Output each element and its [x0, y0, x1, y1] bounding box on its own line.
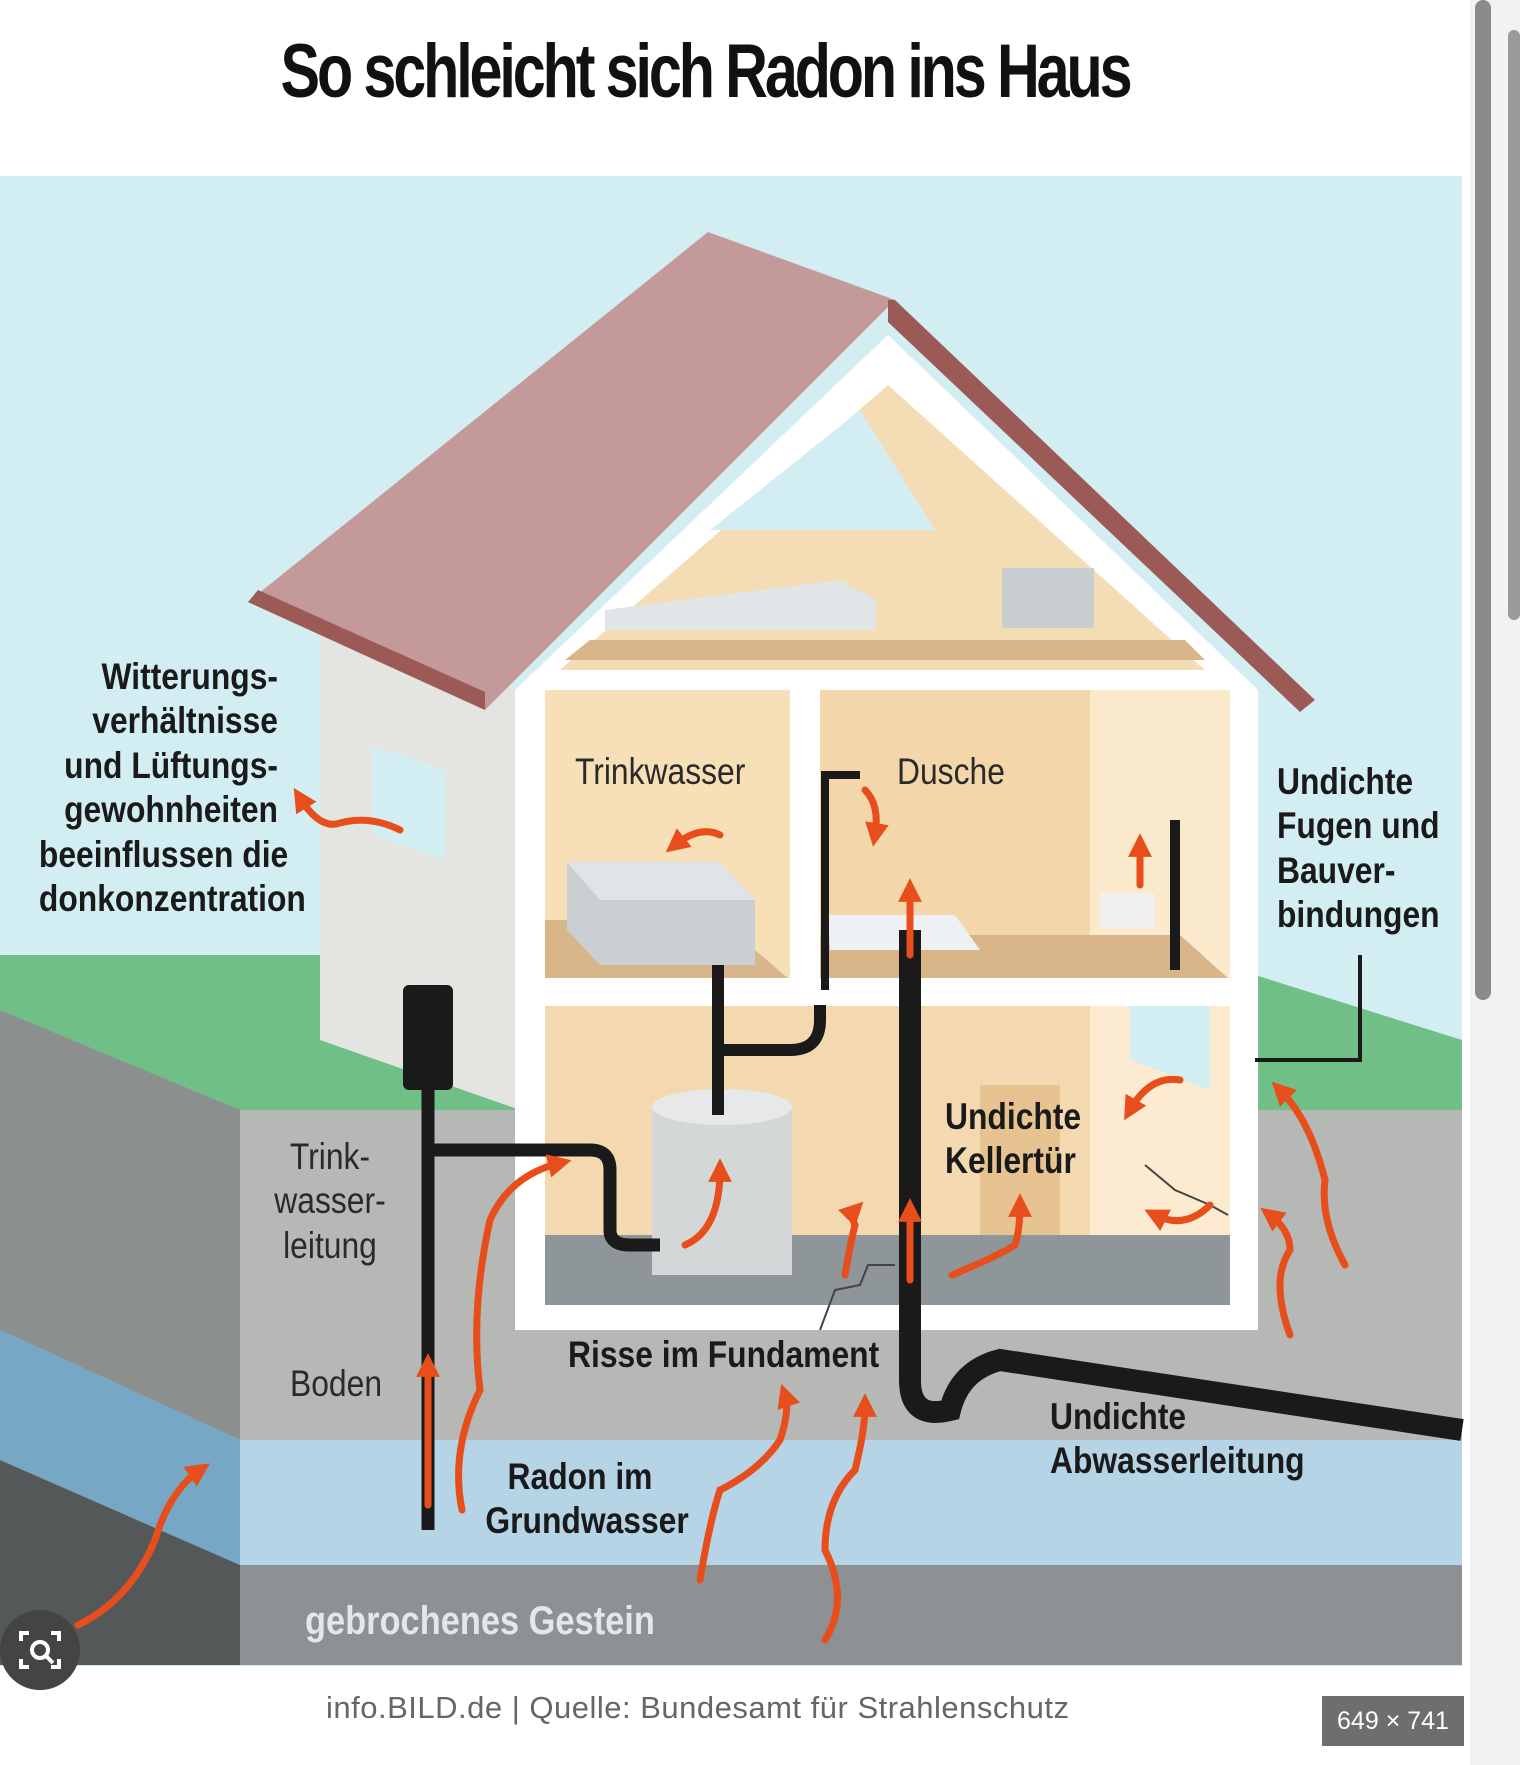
groundwater-layer [240, 1440, 1462, 1565]
radon-arrow-icon [948, 1193, 1032, 1279]
attic-box [1002, 568, 1094, 628]
sink-top [567, 862, 755, 900]
label-line: gewohnheiten [64, 789, 278, 831]
wall-crack [1144, 1164, 1229, 1216]
radon-arrow-icon [1271, 1081, 1349, 1269]
floor-slab-upper [515, 978, 1258, 1006]
fugen-pointer [1255, 955, 1362, 1062]
radon-arrow-icon [1260, 1207, 1294, 1339]
radon-arrows [74, 786, 1349, 1644]
label-line: Grundwasser [485, 1500, 689, 1542]
label-boden: Boden [290, 1363, 383, 1404]
label-line: Fugen und [1277, 805, 1440, 847]
groundwater-side [0, 1330, 240, 1565]
radon-arrow-icon [74, 1463, 210, 1629]
footer-source: info.BILD.de | Quelle: Bundesamt für Str… [326, 1690, 1070, 1725]
label-fugen: Undichte Fugen und Bauver- bindungen [1277, 760, 1440, 938]
radon-arrow-icon [838, 1201, 864, 1279]
roof-edge [248, 590, 485, 710]
sewer-pipe [899, 930, 1464, 1441]
label-line: beeinflussen die [38, 833, 289, 875]
toilet [1100, 893, 1155, 928]
side-window [372, 745, 445, 860]
label-risse: Risse im Fundament [568, 1334, 880, 1375]
label-line: Undichte [1050, 1396, 1187, 1437]
radon-arrow-icon [696, 1383, 801, 1584]
scrollbar-thumb[interactable] [1475, 0, 1491, 1000]
label-kellertuer: Undichte Kellertür [945, 1095, 1081, 1184]
camera-search-icon [19, 1631, 61, 1669]
label-line: bindungen [1277, 894, 1440, 936]
attic-window [710, 410, 935, 530]
page-title: So schleicht sich Radon ins Haus [280, 29, 1133, 114]
label-abwasser: Undichte Abwasserleitung [1050, 1395, 1305, 1484]
wall-divider [790, 690, 820, 980]
radon-arrow-icon [681, 1158, 732, 1249]
label-line: Radon im [507, 1456, 653, 1497]
basement-window [1130, 1005, 1210, 1090]
rock-side [0, 1460, 240, 1665]
label-witterung: Witterungs- verhältnisse und Lüftungs- g… [38, 655, 306, 921]
label-line: Trink- [289, 1136, 371, 1177]
label-line: Witterungs- [101, 656, 278, 697]
radon-arrow-icon [1124, 1075, 1184, 1121]
radon-arrow-icon [665, 828, 724, 853]
image-size-badge: 649 × 741 [1322, 1696, 1464, 1746]
shower-pipe [821, 771, 860, 990]
label-line: Abwasserleitung [1050, 1440, 1305, 1482]
rock-layer [240, 1565, 1462, 1665]
label-line: donkonzentration [38, 877, 306, 919]
label-gestein: gebrochenes Gestein [305, 1599, 655, 1643]
attic-bed [605, 580, 876, 630]
label-radon-grundwasser: Radon im Grundwasser [485, 1455, 689, 1544]
label-line: wasser- [274, 1180, 386, 1222]
attic-floor [565, 640, 1205, 660]
radon-arrow-icon [293, 787, 404, 834]
label-trinkwasser: Trinkwasser [575, 751, 746, 792]
label-line: Undichte [945, 1096, 1082, 1137]
radon-arrow-icon [821, 1393, 877, 1644]
house-side-wall [320, 630, 520, 1110]
radon-arrow-icon [455, 1154, 572, 1514]
sink-pipe [712, 965, 826, 1115]
scrollbar-thumb-secondary[interactable] [1508, 30, 1520, 620]
bathroom-wall-light [1090, 690, 1230, 980]
label-line: verhältnisse [92, 700, 279, 742]
label-line: Bauver- [1277, 849, 1396, 891]
label-line: Kellertür [945, 1140, 1076, 1182]
roof [248, 232, 895, 710]
radon-arrow-icon [861, 786, 889, 847]
roof-edge-right [888, 300, 1315, 712]
foundation-crack [819, 1264, 895, 1331]
label-dusche: Dusche [897, 751, 1005, 792]
well-head [403, 985, 453, 1090]
label-line: leitung [283, 1224, 377, 1266]
camera-search-button[interactable] [0, 1610, 80, 1690]
radon-house-diagram [0, 176, 1464, 1666]
label-trinkwasserleitung: Trink- wasser- leitung [261, 1135, 399, 1268]
radon-arrow-icon [1144, 1201, 1214, 1231]
label-line: und Lüftungs- [64, 744, 278, 786]
label-line: Undichte [1277, 761, 1414, 802]
soil-side [0, 1010, 240, 1440]
